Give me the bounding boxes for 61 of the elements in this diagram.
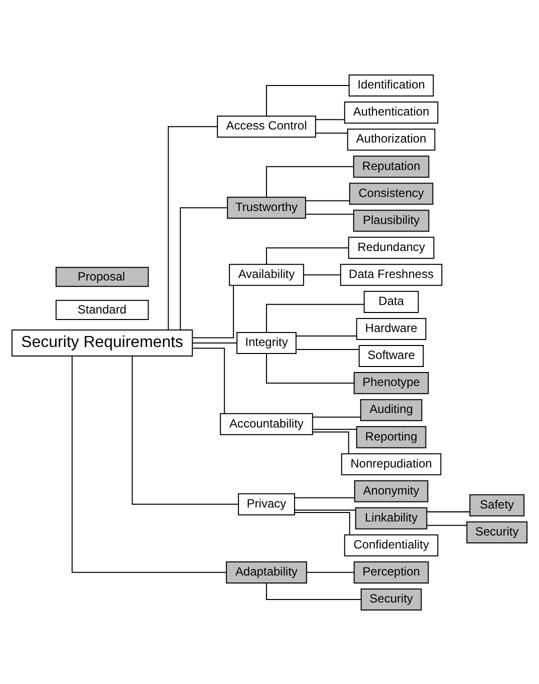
node-box: Adaptability [226, 560, 308, 583]
node-box: Software [358, 344, 424, 367]
legend-label: Proposal [78, 268, 126, 283]
connector [303, 274, 341, 275]
connector [312, 428, 358, 430]
connector [192, 342, 238, 343]
connector [305, 200, 350, 201]
connector [168, 126, 218, 330]
connector [315, 118, 345, 120]
connector [132, 355, 239, 504]
connector [296, 348, 360, 350]
node-box: Perception [354, 560, 429, 583]
node-box: Anonymity [354, 480, 428, 502]
connector [426, 524, 468, 526]
node-box: Integrity [236, 331, 297, 354]
connector [294, 509, 356, 510]
node-box: Safety [469, 494, 524, 516]
connector [266, 582, 362, 600]
node-box: Authentication [344, 101, 438, 124]
connector [312, 431, 350, 454]
node-box: Consistency [349, 182, 434, 204]
connector [315, 132, 348, 134]
node-box: Plausibility [353, 209, 430, 232]
node-box: Availability [228, 263, 304, 286]
node-box: Hardware [356, 317, 426, 340]
connector [294, 496, 355, 498]
node-box: Redundancy [348, 236, 434, 258]
node-box: Access Control [216, 115, 316, 138]
connector [180, 206, 228, 330]
connector [266, 166, 354, 197]
connector [266, 246, 349, 264]
node-box: Data [364, 290, 419, 312]
node-box: Reputation [353, 155, 430, 178]
node-box: Privacy [238, 492, 296, 515]
connector [266, 303, 365, 332]
connector [72, 355, 227, 572]
node-box: Data Freshness [340, 263, 442, 286]
connector [296, 335, 358, 336]
node-box: Identification [348, 74, 434, 96]
connector [294, 511, 350, 535]
connector [305, 213, 354, 214]
node-box: Security [360, 588, 422, 610]
node-box: Auditing [360, 398, 422, 421]
node-box: Linkability [355, 506, 428, 529]
node-box: Reporting [356, 426, 426, 448]
legend-label: Standard [78, 302, 126, 316]
connector [306, 571, 355, 572]
node-box: Confidentiality [344, 534, 438, 556]
node-box: Security Requirements [12, 328, 193, 356]
connector [266, 352, 355, 384]
node-box: Nonrepudiation [341, 452, 442, 475]
connector [266, 84, 350, 116]
node-box: Security [466, 520, 528, 543]
node-box: Accountability [220, 412, 314, 435]
connector [426, 510, 470, 512]
node-box: Trustworthy [226, 196, 306, 218]
node-box: Authorization [347, 128, 436, 150]
connector [192, 284, 234, 338]
connector [192, 347, 225, 414]
node-box: Phenotype [354, 372, 429, 394]
connector [312, 416, 361, 418]
